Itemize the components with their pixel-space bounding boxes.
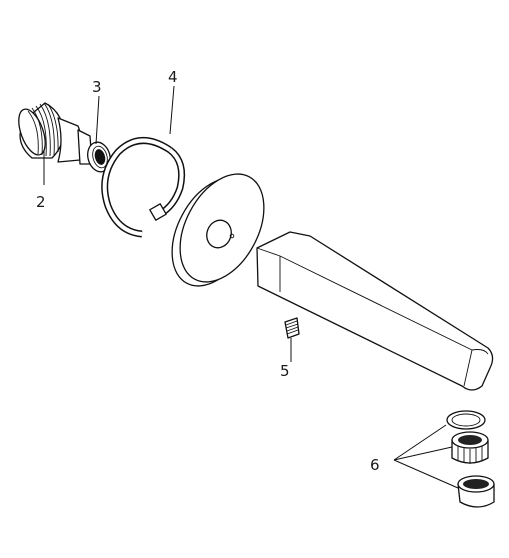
retaining-ring-part [101, 137, 186, 238]
leader-lines [43, 85, 459, 489]
callout-5: 5 [280, 362, 290, 380]
callout-4: 4 [168, 68, 178, 86]
spout-part [256, 231, 494, 391]
threaded-connector-part [18, 102, 111, 173]
grub-screw-part [284, 317, 300, 339]
callout-2: 2 [36, 193, 46, 211]
escutcheon-plate-part [171, 173, 265, 287]
aerator-set-part [446, 410, 495, 508]
callout-6: 6 [370, 456, 380, 474]
callout-3: 3 [92, 78, 102, 96]
